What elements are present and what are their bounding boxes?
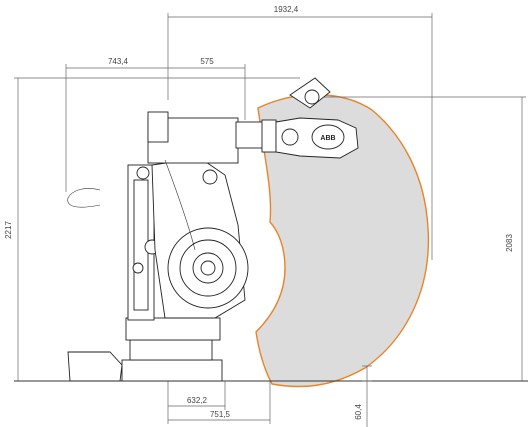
counterweight-joint-low	[132, 262, 144, 274]
wrist-flange	[261, 119, 277, 153]
base-foot	[67, 351, 123, 382]
base-ring	[129, 339, 213, 361]
base-plate	[121, 359, 223, 382]
abb-logo: ABB	[320, 135, 335, 142]
top-link-joint	[304, 89, 320, 105]
counterweight-joint-top	[136, 166, 150, 180]
cable-loop	[67, 188, 101, 208]
dimension-lines	[14, 13, 526, 427]
dim-total-height: 2217	[4, 221, 13, 239]
axis2-hub	[200, 260, 216, 276]
dim-arm-right: 575	[200, 57, 214, 66]
turntable	[125, 317, 221, 341]
wrist-joint	[281, 128, 299, 146]
dim-top-reach: 1932,4	[274, 5, 299, 14]
axis3-joint	[202, 169, 218, 185]
robot: ABB	[67, 77, 359, 382]
working-envelope	[255, 94, 430, 388]
cable-hose	[164, 159, 196, 251]
motor-block	[147, 111, 169, 143]
abb-badge	[311, 124, 345, 150]
dim-reach-height: 2083	[505, 234, 514, 252]
dim-floor-offset: 60,4	[354, 404, 363, 420]
dim-base-front: 632,2	[187, 396, 208, 405]
dim-arm-left: 743,4	[108, 57, 129, 66]
dim-base-rear: 751,5	[210, 410, 231, 419]
